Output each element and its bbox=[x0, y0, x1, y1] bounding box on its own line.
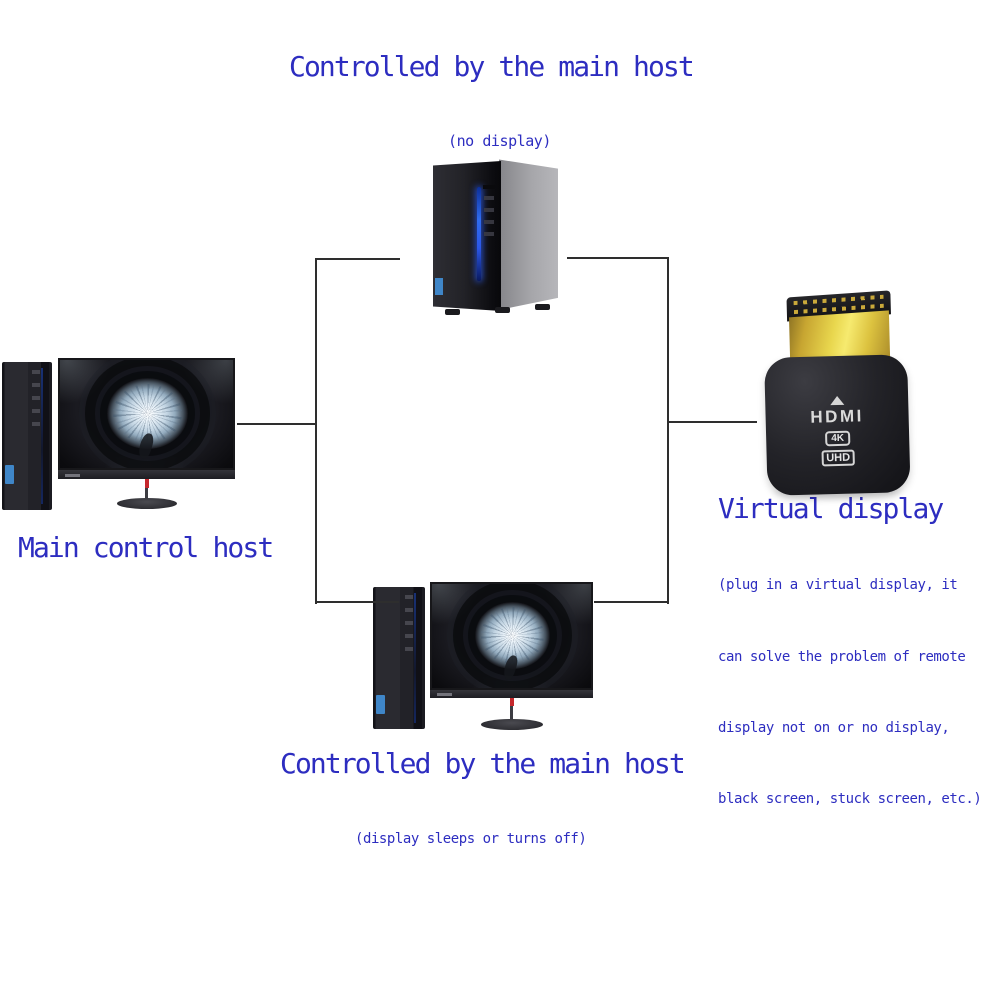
top-host-tower bbox=[433, 158, 558, 315]
monitor-bezel-bar bbox=[430, 690, 593, 698]
monitor-screen bbox=[430, 582, 593, 690]
adapter-note-line-1: (plug in a virtual display, it bbox=[718, 577, 958, 593]
stand-base bbox=[480, 719, 543, 730]
connector-line-mid-left bbox=[237, 423, 317, 425]
front-ports bbox=[484, 196, 494, 244]
tower-side-panel bbox=[499, 159, 558, 310]
bottom-host-caption: (display sleeps or turns off) bbox=[355, 831, 587, 847]
badge-4k: 4K bbox=[825, 430, 851, 447]
plug-markings: HDMI 4K UHD bbox=[765, 394, 910, 468]
hdmi-logo-text: HDMI bbox=[810, 406, 865, 427]
stand-red-accent bbox=[509, 698, 514, 706]
hdmi-arrow-icon bbox=[829, 395, 844, 406]
connector-line-bottom-right bbox=[594, 601, 668, 603]
led-strip bbox=[477, 187, 481, 281]
connector-line-top-left bbox=[315, 258, 400, 260]
left-host-label: Main control host bbox=[18, 531, 274, 564]
connector-line-top-right bbox=[567, 257, 669, 259]
adapter-note-line-4: black screen, stuck screen, etc.) bbox=[718, 791, 982, 807]
stand-neck bbox=[510, 706, 513, 720]
tower-foot bbox=[535, 304, 550, 310]
brand-badge bbox=[376, 695, 385, 714]
monitor-logo bbox=[65, 473, 80, 477]
top-host-caption: (no display) bbox=[448, 132, 551, 150]
tower-foot bbox=[495, 307, 510, 313]
bottom-host-title: Controlled by the main host bbox=[280, 747, 686, 780]
main-host-tower bbox=[2, 362, 52, 510]
monitor-screen bbox=[58, 358, 235, 470]
hdmi-virtual-display-plug: HDMI 4K UHD bbox=[754, 286, 919, 500]
main-host-monitor bbox=[58, 358, 235, 509]
tower-seam bbox=[414, 592, 416, 724]
adapter-note-line-2: can solve the problem of remote bbox=[718, 649, 966, 665]
connector-line-mid-right bbox=[669, 421, 757, 423]
stand-neck bbox=[145, 488, 148, 506]
connector-line-bottom-left bbox=[315, 601, 399, 603]
front-ports bbox=[32, 370, 40, 432]
controlled-host-tower bbox=[373, 587, 425, 729]
stand-red-accent bbox=[144, 479, 149, 488]
front-ports bbox=[405, 595, 413, 657]
connector-line-right-vertical bbox=[667, 257, 669, 604]
brand-badge bbox=[5, 465, 14, 484]
badge-uhd: UHD bbox=[821, 449, 856, 467]
optical-drive-slot bbox=[483, 185, 495, 189]
monitor-bezel-bar bbox=[58, 470, 235, 479]
brand-badge bbox=[435, 278, 443, 295]
adapter-note-line-3: display not on or no display, bbox=[718, 720, 950, 736]
pin-row bbox=[793, 294, 884, 306]
tower-seam bbox=[41, 367, 43, 505]
top-title: Controlled by the main host bbox=[289, 50, 695, 83]
monitor-logo bbox=[437, 693, 452, 697]
stand-base bbox=[116, 498, 177, 509]
tower-foot bbox=[445, 309, 460, 315]
connector-line-left-vertical bbox=[315, 258, 317, 604]
adapter-title: Virtual display bbox=[718, 492, 944, 525]
controlled-host-monitor bbox=[430, 582, 593, 730]
